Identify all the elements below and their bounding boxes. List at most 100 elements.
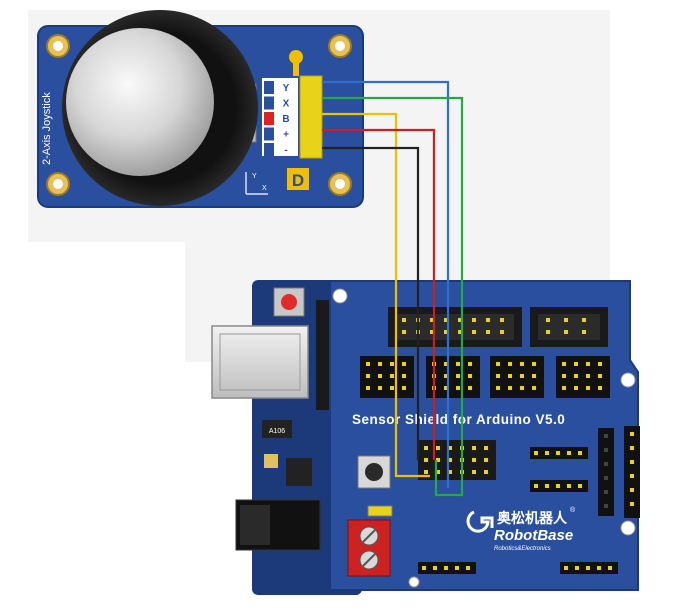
joystick-pin-label: Y: [283, 83, 290, 94]
header-pin: [598, 386, 602, 390]
shrouded-header-1-inner: [396, 314, 514, 340]
header-pin: [556, 484, 560, 488]
joystick-pin-label: +: [283, 130, 289, 141]
header-pin: [604, 490, 608, 494]
joystick-pin-pad: [264, 127, 274, 141]
small-header-pins: [422, 451, 612, 570]
header-pin: [378, 386, 382, 390]
chip: [262, 420, 292, 438]
header-pin: [444, 374, 448, 378]
joystick-mount-hole: [335, 41, 345, 51]
header-pin: [574, 362, 578, 366]
joystick-pin-label: -: [284, 145, 287, 156]
header-pin: [500, 318, 504, 322]
header-pin: [564, 318, 568, 322]
joystick-pin-label: B: [282, 114, 289, 125]
mount-hole: [332, 288, 348, 304]
key-icon-shaft: [293, 62, 299, 76]
header-pin: [545, 484, 549, 488]
header-pin: [604, 448, 608, 452]
header-pin: [630, 432, 634, 436]
header-pin: [468, 386, 472, 390]
header-pin: [520, 374, 524, 378]
sensor-shield: Sensor Shield for Arduino V5.0 奥松机器人 ® R…: [329, 280, 640, 591]
dfrobot-logo-badge: [287, 168, 309, 190]
reset-button: [281, 294, 297, 310]
header-pin: [508, 374, 512, 378]
header-pin: [545, 451, 549, 455]
header-pin: [586, 386, 590, 390]
header-pin: [444, 362, 448, 366]
header-pin: [508, 362, 512, 366]
header-pin: [444, 386, 448, 390]
wire-plus: [322, 128, 436, 460]
header-pin: [562, 362, 566, 366]
header-pin: [472, 446, 476, 450]
header-pin: [472, 330, 476, 334]
wire-y-signal: [322, 80, 450, 488]
header-pin: [458, 318, 462, 322]
wires: [322, 80, 464, 497]
header-pin: [486, 318, 490, 322]
header-pin: [458, 330, 462, 334]
header-pin: [456, 386, 460, 390]
header-pin: [578, 484, 582, 488]
right-header-black: [598, 428, 614, 516]
header-pin: [378, 362, 382, 366]
joystick-pin-pad: [264, 96, 274, 110]
mount-hole: [620, 372, 636, 388]
usb-connector-inner: [219, 333, 301, 391]
header-pin: [582, 318, 586, 322]
header-pin: [630, 502, 634, 506]
header-pin: [556, 451, 560, 455]
header-pin: [444, 330, 448, 334]
header-pin: [430, 318, 434, 322]
header-pin: [630, 474, 634, 478]
header-pin: [534, 451, 538, 455]
header-pin: [448, 470, 452, 474]
header-pin: [564, 330, 568, 334]
header-pin: [598, 362, 602, 366]
header-pin: [574, 386, 578, 390]
header-pin: [532, 374, 536, 378]
header-pin: [444, 566, 448, 570]
chip-label: A106: [269, 428, 285, 435]
mount-hole: [620, 520, 636, 536]
header-pin: [496, 386, 500, 390]
joystick-pin-strip: [299, 75, 323, 159]
joystick-mount-hole: [335, 179, 345, 189]
header-pin: [402, 386, 406, 390]
header-pin: [582, 330, 586, 334]
header-pin: [455, 566, 459, 570]
header-pin: [586, 374, 590, 378]
header-pin: [604, 476, 608, 480]
key-icon: [289, 50, 303, 76]
header-pin: [500, 330, 504, 334]
wire-b-signal: [322, 112, 430, 478]
header-pin: [402, 374, 406, 378]
capacitor: [264, 454, 278, 468]
joystick-pin-pad: [264, 81, 274, 94]
header-pin: [604, 434, 608, 438]
joystick-module: 2-Axis Joystick YXB+- Y X D: [37, 10, 364, 208]
header-pin: [436, 458, 440, 462]
axis-y-label: Y: [252, 173, 257, 180]
header-pin: [390, 374, 394, 378]
header-pin: [496, 374, 500, 378]
regulator: [286, 458, 312, 486]
header-pin: [448, 446, 452, 450]
arduino-header-strip: [316, 300, 330, 410]
pin-groups: [360, 356, 610, 398]
mount-hole: [408, 576, 420, 588]
header-pin: [366, 386, 370, 390]
joystick-mount-hole: [53, 179, 63, 189]
header-pin: [567, 451, 571, 455]
dfrobot-logo-letter: D: [292, 171, 304, 190]
joystick-side-label: 2-Axis Joystick: [41, 92, 53, 165]
header-pin: [436, 470, 440, 474]
header-pin: [430, 330, 434, 334]
header-pin: [562, 386, 566, 390]
header-pin: [630, 488, 634, 492]
joystick-pin-label: X: [283, 99, 290, 110]
